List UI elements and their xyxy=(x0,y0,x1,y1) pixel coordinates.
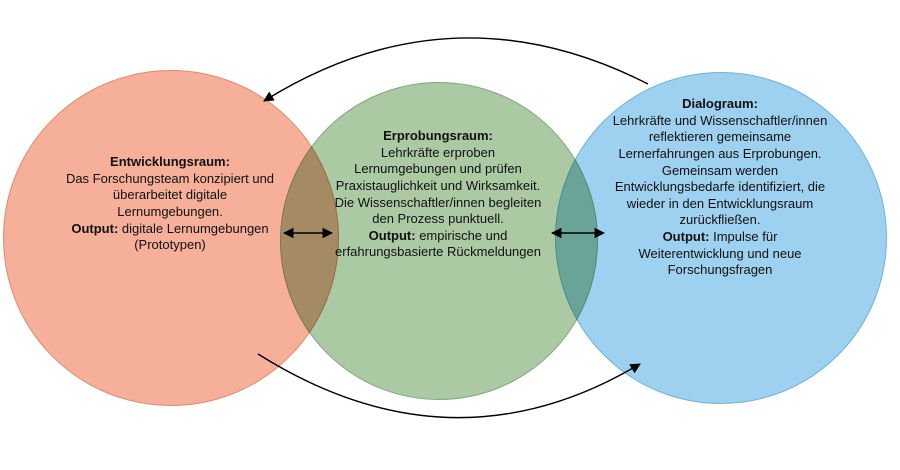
dialograum-body: Lehrkräfte und Wissenschaftler/innen ref… xyxy=(612,112,828,228)
erprobungsraum-title: Erprobungsraum: xyxy=(383,128,493,143)
erprobungsraum-output-label: Output: xyxy=(368,227,416,243)
erprobungsraum-output-line: Output: empirische und erfahrungsbasiert… xyxy=(330,228,546,261)
entwicklungsraum-title: Entwicklungsraum: xyxy=(110,154,230,169)
erprobungsraum-body: Lehrkräfte erproben Lernumgebungen und p… xyxy=(334,144,542,227)
entwicklungsraum-output-label: Output: xyxy=(71,220,119,236)
erprobungsraum-text: Erprobungsraum: Lehrkräfte erproben Lern… xyxy=(330,128,546,261)
dialograum-output-line: Output: Impulse für Weiterentwicklung un… xyxy=(612,229,828,279)
dialograum-output-text: Impulse für Weiterentwicklung und neue F… xyxy=(638,229,802,278)
entwicklungsraum-output-text: digitale Lernumgebungen (Prototypen) xyxy=(121,220,269,253)
dialograum-text: Dialograum: Lehrkräfte und Wissenschaftl… xyxy=(612,96,828,279)
dialograum-title: Dialograum: xyxy=(682,96,758,111)
circle-erprobungsraum xyxy=(280,82,598,400)
entwicklungsraum-output-line: Output: digitale Lernumgebungen (Prototy… xyxy=(62,221,278,254)
dialograum-output-label: Output: xyxy=(662,229,710,244)
entwicklungsraum-text: Entwicklungsraum: Das Forschungsteam kon… xyxy=(62,154,278,254)
circle-dialograum xyxy=(555,72,887,404)
entwicklungsraum-body: Das Forschungsteam konzipiert und überar… xyxy=(65,170,275,219)
erprobungsraum-output-text: empirische und erfahrungsbasierte Rückme… xyxy=(335,227,541,260)
